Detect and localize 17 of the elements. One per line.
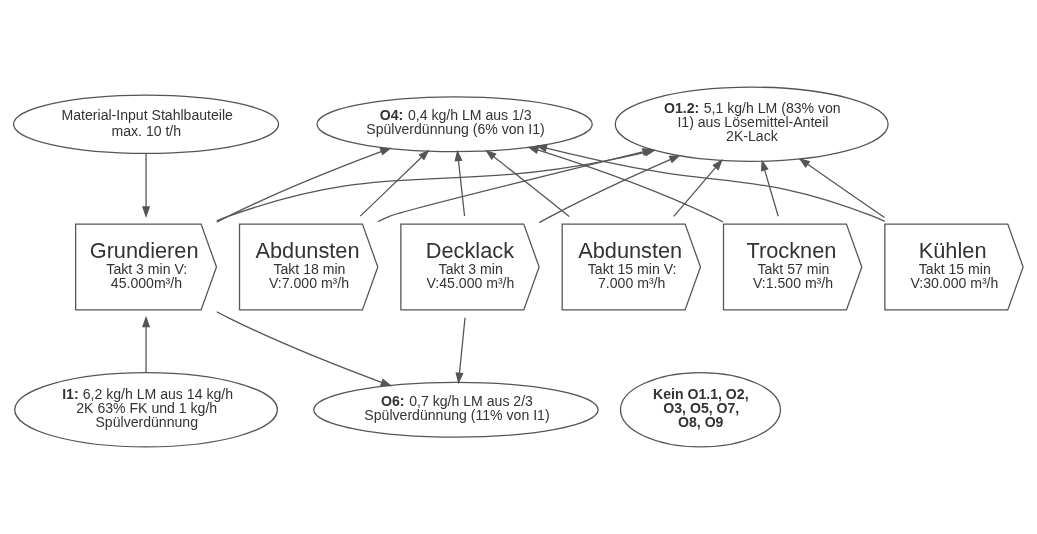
arrow [216, 311, 393, 387]
node-ellipse: Material-Input Stahlbauteile max. 10 t/h [12, 94, 280, 155]
arrow [798, 158, 886, 219]
node-ellipse: O6: 0,7 kg/h LM aus 2/3 Spülverdünnung (11% von I1) [313, 381, 599, 438]
arrow [535, 144, 886, 223]
arrow [673, 159, 723, 217]
arrow [142, 315, 151, 373]
arrow [538, 155, 681, 224]
arrow [142, 152, 151, 218]
arrow [454, 149, 466, 217]
arrow [216, 147, 392, 223]
arrow [359, 149, 430, 217]
arrow [485, 149, 570, 218]
arrow [760, 159, 779, 217]
node-ellipse: I1: 6,2 kg/h LM aus 14 kg/h 2K 63% FK und 1 kg/h Spülverdünnung [14, 372, 278, 448]
node-ellipse: Kein O1.1, O2, O3, O5, O7, O8, O9 [619, 372, 782, 448]
arrow [455, 317, 466, 385]
